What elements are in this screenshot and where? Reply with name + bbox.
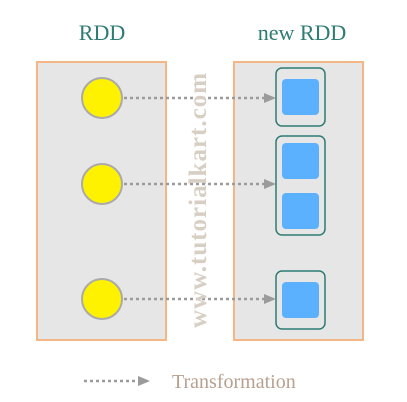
partition-circle-3 bbox=[81, 278, 123, 320]
target-square-1 bbox=[282, 79, 319, 115]
target-square-2 bbox=[282, 143, 319, 179]
target-group-2 bbox=[275, 135, 326, 236]
left-panel-title: RDD bbox=[79, 20, 125, 45]
legend-label: Transformation bbox=[172, 371, 296, 393]
target-group-3 bbox=[275, 270, 326, 330]
target-square-4 bbox=[282, 282, 319, 318]
partition-circle-1 bbox=[81, 77, 123, 119]
target-group-1 bbox=[275, 67, 326, 127]
right-panel-title: new RDD bbox=[258, 20, 347, 45]
target-square-3 bbox=[282, 193, 319, 229]
partition-circle-2 bbox=[81, 163, 123, 205]
watermark: www.tutorialkart.com bbox=[185, 72, 212, 328]
